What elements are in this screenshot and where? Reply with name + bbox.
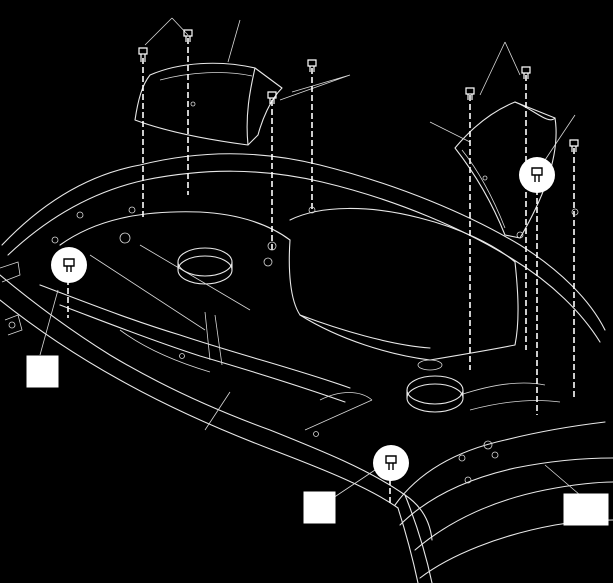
screw-icon (183, 29, 193, 42)
screw-icon (521, 66, 531, 79)
inner-deck (39, 207, 561, 431)
callout-box-b (303, 491, 336, 524)
body-panel (0, 153, 613, 583)
left-cover-plate (134, 62, 283, 146)
screw-icon (267, 91, 277, 104)
screw-icon (569, 139, 579, 152)
leader-lines (39, 17, 581, 501)
left-edge-detail (0, 261, 23, 336)
screw-icon (307, 59, 317, 72)
highlight-circle-bottom (373, 445, 409, 481)
screws (138, 29, 579, 152)
round-openings (177, 247, 464, 413)
assembly-axes (67, 38, 575, 505)
fastener-details (51, 206, 579, 484)
highlight-circle-left (51, 247, 87, 283)
highlight-circle-right (519, 157, 555, 193)
screw-icon (138, 47, 148, 62)
callout-box-a (26, 355, 59, 388)
screw-icon (465, 87, 475, 100)
callout-box-c (563, 493, 609, 526)
